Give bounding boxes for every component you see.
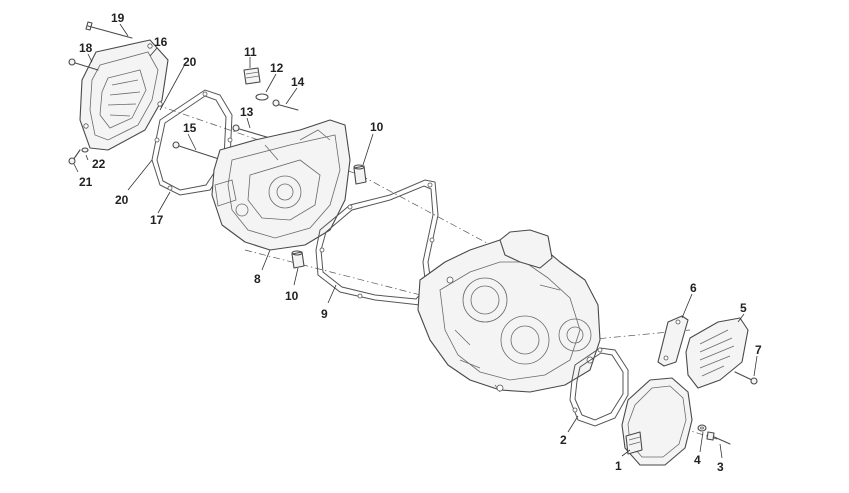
callout-9: 9	[321, 307, 328, 321]
callout-15: 15	[183, 121, 197, 135]
callout-10b: 10	[285, 289, 299, 303]
bolt-part-3	[706, 431, 731, 445]
washer-part-22	[81, 147, 89, 153]
callout-1: 1	[615, 459, 622, 473]
callout-10a: 10	[370, 120, 384, 134]
callout-16: 16	[154, 35, 168, 49]
bracket-part-6	[657, 315, 689, 367]
bolt-part-13	[232, 124, 271, 139]
callout-21: 21	[79, 175, 93, 189]
screw-part-21	[68, 149, 81, 165]
bolt-part-14	[272, 99, 299, 111]
crankcase-cover-part-8	[211, 119, 351, 251]
ignition-cover-part-1	[621, 377, 693, 466]
callout-5: 5	[740, 301, 747, 315]
guard-cover-part-5	[685, 317, 749, 389]
callout-11: 11	[244, 45, 257, 59]
callout-3: 3	[717, 460, 724, 474]
callout-20b: 20	[115, 193, 129, 207]
callout-7: 7	[755, 343, 762, 357]
callout-20a: 20	[183, 55, 197, 69]
callout-17: 17	[150, 213, 164, 227]
callout-labels: 19 18 16 20 11 12 14 13 15 10 22 21 20 1…	[79, 11, 762, 474]
callout-4: 4	[694, 453, 701, 467]
bolt-part-18	[68, 58, 99, 71]
callout-19: 19	[111, 11, 125, 25]
bolt-part-19	[85, 21, 133, 39]
callout-12: 12	[270, 61, 284, 75]
ignition-gasket-part-2	[569, 347, 629, 427]
callout-14: 14	[291, 75, 305, 89]
bolt-part-15	[172, 141, 223, 161]
callout-6: 6	[690, 281, 697, 295]
outer-cover-part-16	[79, 39, 169, 151]
callout-2: 2	[560, 433, 567, 447]
leader-lines	[73, 23, 758, 459]
callout-8: 8	[254, 272, 261, 286]
washer-part-4	[697, 424, 707, 432]
dowel-pin-part-10b	[291, 250, 305, 269]
o-ring-part-12	[255, 93, 269, 101]
bolt-part-7	[734, 371, 758, 385]
callout-22: 22	[92, 157, 106, 171]
filler-plug-part-11	[243, 67, 261, 85]
callout-13: 13	[240, 105, 254, 119]
callout-18: 18	[79, 41, 93, 55]
dowel-pin-part-10a	[353, 164, 367, 185]
crankcase-engine-block	[417, 229, 601, 393]
